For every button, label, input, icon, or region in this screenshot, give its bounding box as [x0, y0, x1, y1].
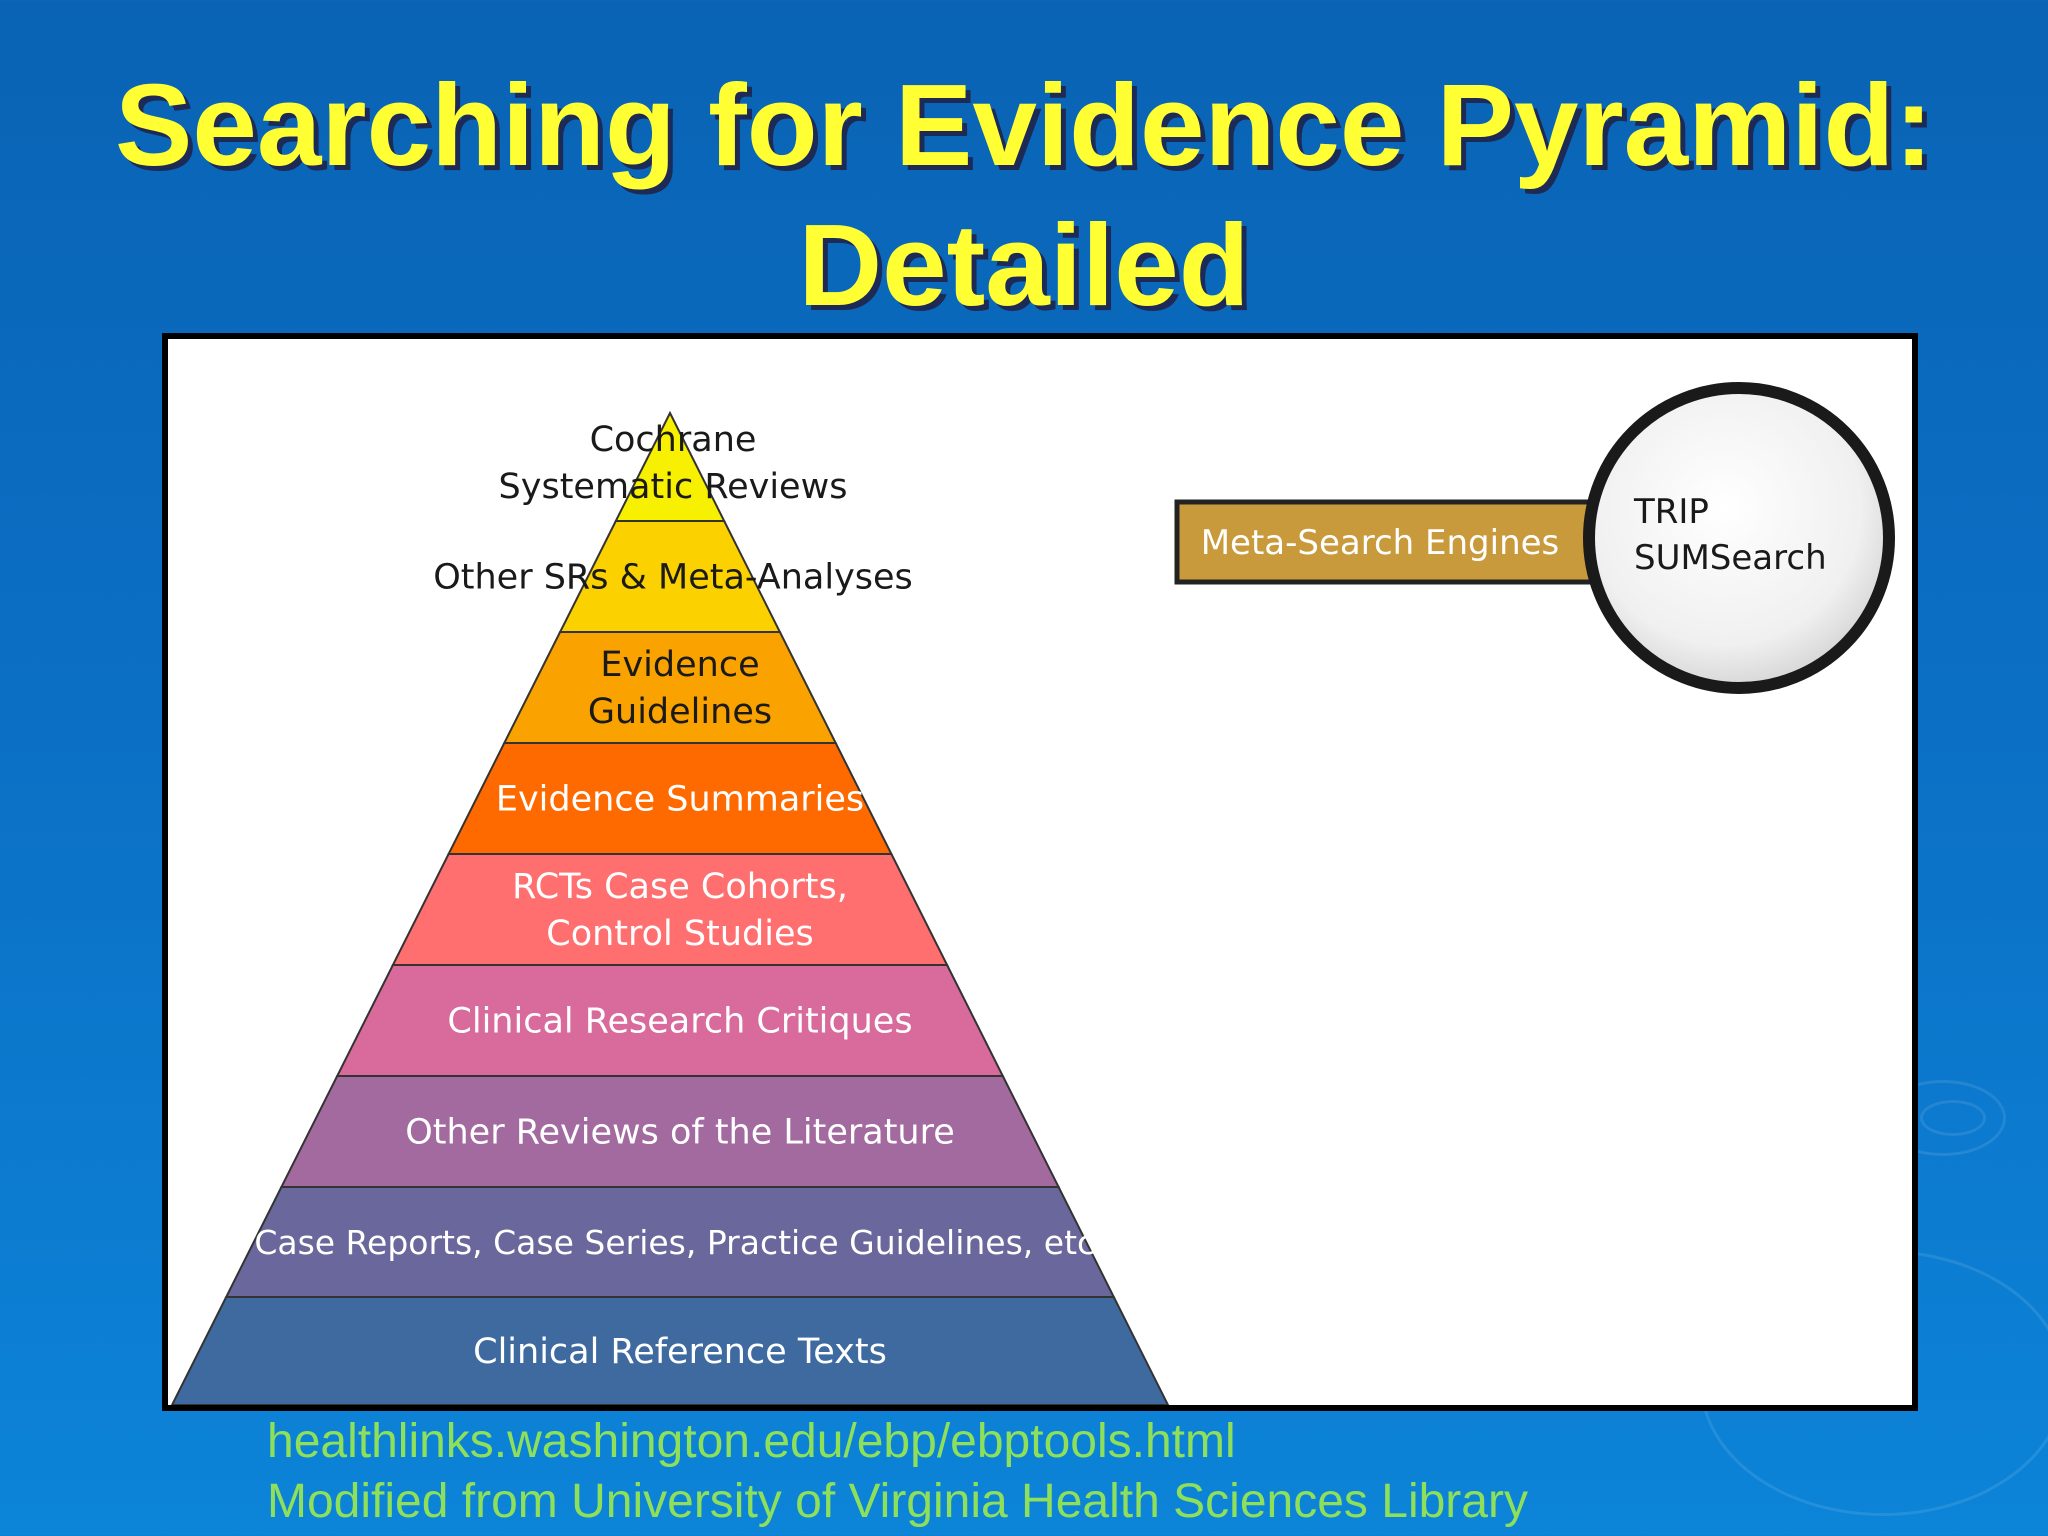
pyramid-level-3-label: Guidelines [588, 692, 772, 732]
lens-item: TRIP [1633, 492, 1709, 532]
pyramid-level-1-label: Systematic Reviews [499, 467, 848, 507]
source-credit: Modified from University of Virginia Hea… [267, 1475, 1528, 1528]
meta-search-label: Meta-Search Engines [1201, 523, 1560, 563]
pyramid-level-2-label: Other SRs & Meta-Analyses [433, 558, 913, 598]
pyramid-level-1-label: Cochrane [590, 420, 757, 460]
pyramid-level-9 [170, 1296, 1170, 1405]
pyramid-level-5-label: Control Studies [546, 914, 813, 954]
pyramid-level-8-label: Case Reports, Case Series, Practice Guid… [254, 1223, 1105, 1262]
pyramid-level-9-label: Clinical Reference Texts [473, 1332, 887, 1372]
magnifier-lens-icon [1583, 382, 1895, 694]
background-ripple [1920, 1100, 1986, 1136]
pyramid-level-7-label: Other Reviews of the Literature [405, 1113, 955, 1153]
lens-item: SUMSearch [1634, 538, 1827, 578]
slide-title: Searching for Evidence Pyramid: Detailed [60, 55, 1988, 335]
pyramid-level-5-label: RCTs Case Cohorts, [512, 867, 848, 907]
source-footer: healthlinks.washington.edu/ebp/ebptools.… [267, 1412, 1528, 1532]
pyramid-level-6-label: Clinical Research Critiques [447, 1002, 912, 1042]
slide-title-line2: Detailed [798, 200, 1250, 330]
pyramid-level-3-label: Evidence [600, 645, 759, 685]
slide-title-line1: Searching for Evidence Pyramid: [115, 60, 1933, 190]
pyramid-level-4-label: Evidence Summaries [496, 780, 864, 820]
source-url: healthlinks.washington.edu/ebp/ebptools.… [267, 1415, 1236, 1468]
